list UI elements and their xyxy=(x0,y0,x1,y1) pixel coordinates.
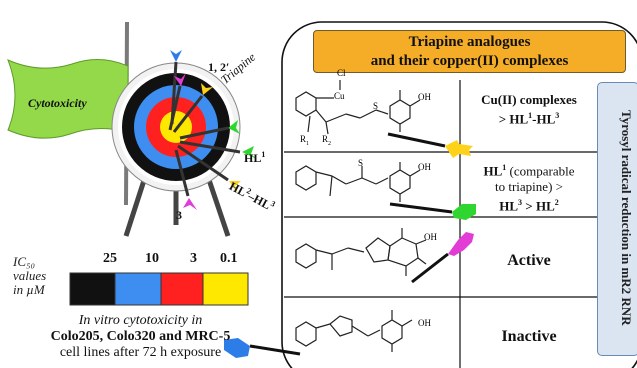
legend-label: IC₅₀ values in µM xyxy=(13,254,47,297)
atom-cu: Cu xyxy=(334,91,345,101)
color-swatch-red xyxy=(160,272,204,306)
structure-cu-complex xyxy=(295,80,421,135)
side-label: Tyrosyl radical reduction in mR2 RNR xyxy=(619,110,634,326)
atom-r1: R1 xyxy=(300,134,310,147)
atom-oh-2: OH xyxy=(418,162,431,172)
atom-s: S xyxy=(373,101,379,111)
atom-s-2: S xyxy=(358,158,364,168)
color-swatch-black xyxy=(69,272,116,306)
color-swatch-yellow xyxy=(202,272,249,306)
atom-cl: Cl xyxy=(337,68,346,78)
label-hl1: HL1 xyxy=(244,150,266,165)
legend-tick-0-1: 0.1 xyxy=(220,251,238,266)
row-dart-4 xyxy=(224,338,301,358)
title-line-1: Triapine analogues xyxy=(408,34,531,50)
atom-oh-3: OH xyxy=(424,232,437,242)
row-1-result: Cu(II) complexes > HL1-HL3 xyxy=(481,92,577,127)
flag xyxy=(7,21,129,206)
atom-oh-4: OH xyxy=(418,318,431,328)
flag-label: Cytotoxicity xyxy=(28,96,87,110)
dart-flight-green xyxy=(452,204,476,220)
color-swatch-blue xyxy=(114,272,162,306)
legend-tick-10: 10 xyxy=(145,251,159,266)
row-dart-1 xyxy=(387,132,473,158)
table-frame xyxy=(281,21,637,368)
row-dart-3 xyxy=(411,232,474,284)
dart-flight-magenta xyxy=(448,232,474,256)
row-dart-2 xyxy=(389,202,476,220)
target-darts xyxy=(168,50,257,210)
atom-r2: R2 xyxy=(322,134,332,147)
structure-hl1 xyxy=(295,162,421,202)
title-box: Triapine analogues and their copper(II) … xyxy=(313,30,626,73)
label-3: 3 xyxy=(176,208,182,222)
row-3-result: Active xyxy=(507,252,551,269)
caption: In vitro cytotoxicity in Colo205, Colo32… xyxy=(50,313,231,360)
title-line-2: and their copper(II) complexes xyxy=(370,53,569,69)
dart-flight-blue xyxy=(224,338,250,358)
structure-inactive xyxy=(295,310,413,352)
dart-flight-yellow xyxy=(445,140,473,158)
ic50-color-bar xyxy=(69,272,249,306)
atom-oh-1: OH xyxy=(418,92,431,102)
legend-tick-25: 25 xyxy=(103,251,117,266)
row-2-result: HL1 (comparable to triapine) > HL3 > HL2 xyxy=(483,163,575,214)
label-1-2prime: 1, 2′ xyxy=(208,60,230,74)
side-label-box xyxy=(597,82,637,356)
legend-tick-3: 3 xyxy=(190,251,197,266)
row-4-result: Inactive xyxy=(501,328,557,345)
structure-active xyxy=(295,228,427,276)
